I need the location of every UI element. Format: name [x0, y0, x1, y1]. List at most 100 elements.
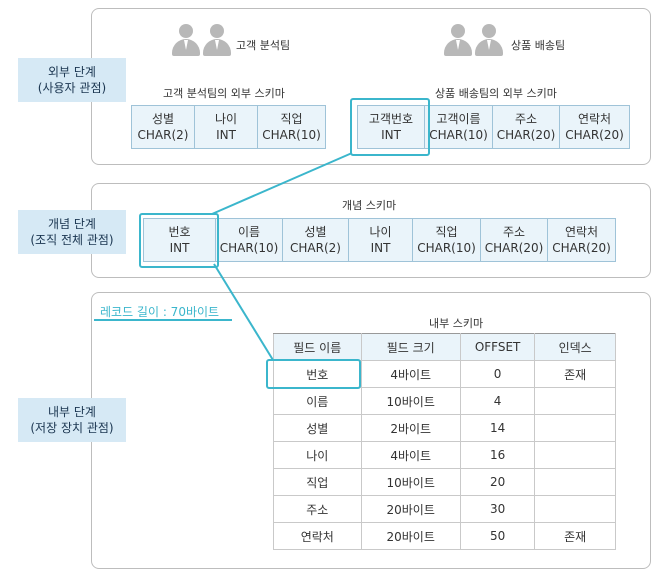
field-type: CHAR(2) [290, 241, 341, 255]
analysis-schema-row: 성별 CHAR(2) 나이 INT 직업 CHAR(10) [131, 105, 326, 149]
table-cell: 16 [459, 441, 536, 469]
schema-field: 이름 CHAR(10) [216, 219, 283, 261]
table-cell: 30 [459, 495, 536, 523]
team-analysis-label: 고객 분석팀 [236, 39, 291, 52]
field-name: 연락처 [564, 225, 599, 239]
highlight-internal-number [266, 359, 361, 389]
field-type: CHAR(10) [429, 128, 488, 142]
table-cell [534, 468, 616, 496]
table-row: 이름 10바이트 4 [273, 387, 616, 415]
table-cell: 0 [459, 360, 536, 388]
field-name: 나이 [369, 225, 392, 239]
table-cell: 이름 [273, 387, 362, 415]
field-type: INT [370, 241, 391, 255]
internal-level-label: 내부 단계 [48, 405, 96, 419]
field-name: 고객번호 [368, 112, 414, 126]
table-cell [534, 441, 616, 469]
field-type: CHAR(20) [565, 128, 624, 142]
table-cell: 20바이트 [360, 522, 461, 550]
external-level-tag: 외부 단계 (사용자 관점) [18, 58, 126, 102]
table-cell: 20바이트 [360, 495, 461, 523]
schema-field: 나이 INT [349, 219, 413, 261]
user-icon [444, 24, 472, 56]
connector-external-to-conceptual [211, 152, 353, 215]
internal-level-sublabel: (저장 장치 관점) [30, 421, 114, 435]
field-type: CHAR(20) [484, 241, 544, 255]
field-type: INT [216, 128, 236, 142]
field-name: 주소 [514, 112, 538, 126]
field-type: CHAR(10) [417, 241, 476, 255]
table-cell: 20 [459, 468, 536, 496]
external-level-label: 외부 단계 [48, 65, 96, 79]
field-type: CHAR(2) [137, 128, 189, 142]
schema-field: 고객이름 CHAR(10) [425, 106, 493, 148]
table-row: 번호 4바이트 0 존재 [273, 360, 616, 388]
field-name: 고객이름 [436, 112, 481, 126]
table-cell [534, 495, 616, 523]
user-icon [475, 24, 503, 56]
schema-field: 연락처 CHAR(20) [548, 219, 615, 261]
shipping-schema-row: 고객번호 INT 고객이름 CHAR(10) 주소 CHAR(20) 연락처 C… [357, 105, 630, 149]
field-name: 번호 [168, 225, 191, 239]
user-icon [172, 24, 200, 56]
table-row: 주소 20바이트 30 [273, 495, 616, 523]
field-type: CHAR(10) [219, 241, 279, 255]
table-row: 직업 10바이트 20 [273, 468, 616, 496]
user-icon [203, 24, 231, 56]
field-type: INT [381, 128, 401, 142]
schema-field: 번호 INT [144, 219, 216, 261]
schema-field: 나이 INT [195, 106, 258, 148]
field-name: 직업 [280, 112, 303, 126]
field-name: 주소 [502, 225, 526, 239]
table-row: 연락처 20바이트 50 존재 [273, 522, 616, 550]
column-header: 필드 크기 [360, 333, 461, 361]
record-length-label: 레코드 길이 : 70바이트 [100, 305, 220, 319]
schema-field: 주소 CHAR(20) [481, 219, 548, 261]
table-cell [534, 414, 616, 442]
table-cell: 존재 [534, 522, 616, 550]
conceptual-schema-row: 번호 INT 이름 CHAR(10) 성별 CHAR(2) 나이 INT 직업 … [143, 218, 616, 262]
conceptual-level-label: 개념 단계 [48, 217, 96, 231]
field-name: 나이 [214, 112, 238, 126]
schema-field: 성별 CHAR(2) [283, 219, 349, 261]
external-level-sublabel: (사용자 관점) [37, 81, 107, 95]
table-row: 성별 2바이트 14 [273, 414, 616, 442]
column-header: 필드 이름 [273, 333, 362, 361]
field-type: CHAR(10) [262, 128, 321, 142]
schema-shipping-title: 상품 배송팀의 외부 스키마 [435, 87, 557, 100]
field-type: CHAR(20) [552, 241, 611, 255]
schema-analysis-title: 고객 분석팀의 외부 스키마 [163, 87, 285, 100]
conceptual-level-sublabel: (조직 전체 관점) [30, 233, 114, 247]
schema-field: 성별 CHAR(2) [132, 106, 195, 148]
schema-field: 연락처 CHAR(20) [560, 106, 629, 148]
field-name: 직업 [435, 225, 458, 239]
table-cell [534, 387, 616, 415]
field-name: 성별 [151, 112, 175, 126]
highlight-customer-number [350, 98, 430, 156]
table-cell: 10바이트 [360, 387, 461, 415]
internal-schema-title: 내부 스키마 [429, 317, 484, 330]
field-name: 이름 [237, 225, 261, 239]
table-cell: 연락처 [273, 522, 362, 550]
table-cell: 4 [459, 387, 536, 415]
table-cell: 10바이트 [360, 468, 461, 496]
field-type: INT [169, 241, 190, 255]
schema-field: 직업 CHAR(10) [258, 106, 325, 148]
internal-schema-table: 필드 이름 필드 크기 OFFSET 인덱스 번호 4바이트 0 존재 이름 1… [273, 333, 616, 550]
table-cell: 4바이트 [360, 441, 461, 469]
internal-level-tag: 내부 단계 (저장 장치 관점) [18, 398, 126, 442]
conceptual-level-tag: 개념 단계 (조직 전체 관점) [18, 210, 126, 254]
team-shipping-label: 상품 배송팀 [511, 39, 566, 52]
field-name: 성별 [304, 225, 327, 239]
schema-field: 고객번호 INT [358, 106, 425, 148]
schema-field: 직업 CHAR(10) [413, 219, 481, 261]
schema-field: 주소 CHAR(20) [493, 106, 560, 148]
highlight-conceptual-number [139, 213, 219, 268]
conceptual-schema-title: 개념 스키마 [342, 199, 397, 212]
field-name: 연락처 [577, 112, 612, 126]
table-cell: 50 [459, 522, 536, 550]
table-header-row: 필드 이름 필드 크기 OFFSET 인덱스 [273, 333, 616, 361]
field-type: CHAR(20) [496, 128, 556, 142]
connector-conceptual-to-internal [213, 263, 274, 361]
